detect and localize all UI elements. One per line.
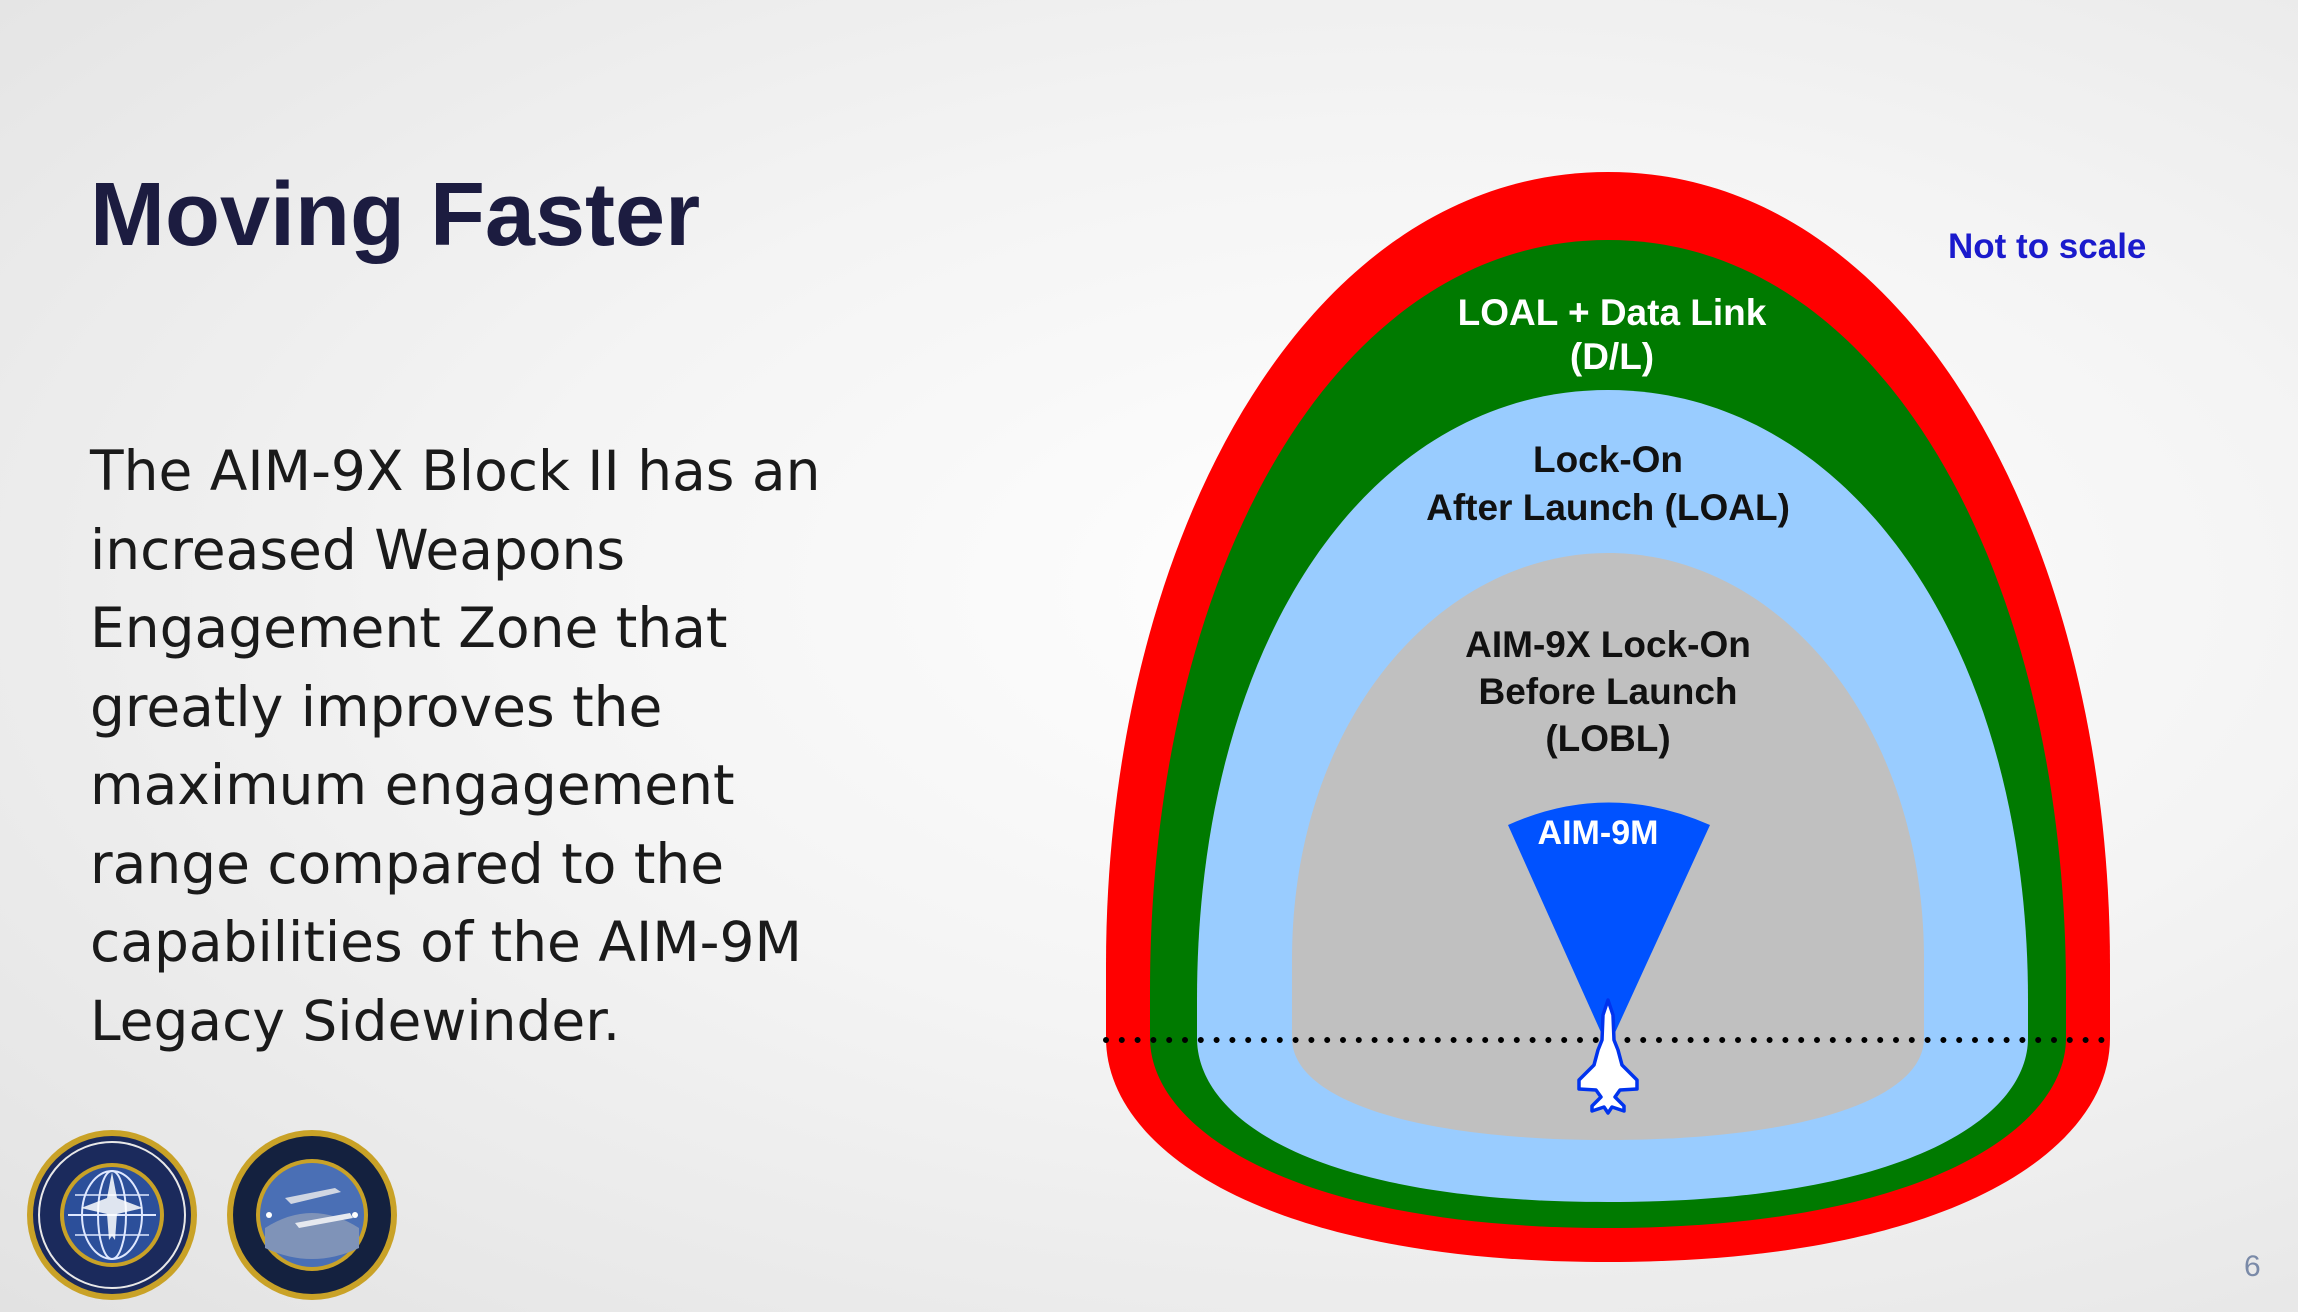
- body-line: Engagement Zone that: [90, 596, 728, 660]
- body-line: The AIM-9X Block II has an: [90, 439, 821, 503]
- body-line: Legacy Sidewinder.: [90, 988, 621, 1053]
- data-link-label-line1: LOAL + Data Link: [1458, 292, 1767, 333]
- aim-9m-label: AIM-9M: [1538, 814, 1659, 852]
- fighter-jet-icon: [1577, 998, 1639, 1115]
- loal-label-line1: Lock-On: [1533, 439, 1683, 480]
- body-line: capabilities of the AIM-9M: [90, 910, 802, 974]
- body-line: increased Weapons: [90, 517, 625, 582]
- pma-259-air-to-air-missiles-seal: [227, 1130, 397, 1300]
- body-line: range compared to the: [90, 831, 725, 896]
- not-to-scale-note: Not to scale: [1948, 227, 2147, 266]
- lobl-label-line1: AIM-9X Lock-On: [1465, 624, 1751, 665]
- slide-body-text: The AIM-9X Block II has an increased Wea…: [90, 432, 850, 1060]
- data-link-label-line2: (D/L): [1570, 336, 1654, 377]
- loal-label-line2: After Launch (LOAL): [1426, 487, 1790, 528]
- page-number: 6: [2244, 1250, 2261, 1283]
- lobl-label-line2: Before Launch: [1478, 671, 1737, 712]
- slide-title: Moving Faster: [90, 165, 701, 265]
- body-line: maximum engagement: [90, 753, 735, 817]
- lobl-label-line3: (LOBL): [1545, 718, 1670, 759]
- body-line: greatly improves the: [90, 674, 663, 739]
- aim-9m-wedge: [1508, 802, 1710, 1048]
- peo-tactical-aircraft-seal: [27, 1130, 197, 1300]
